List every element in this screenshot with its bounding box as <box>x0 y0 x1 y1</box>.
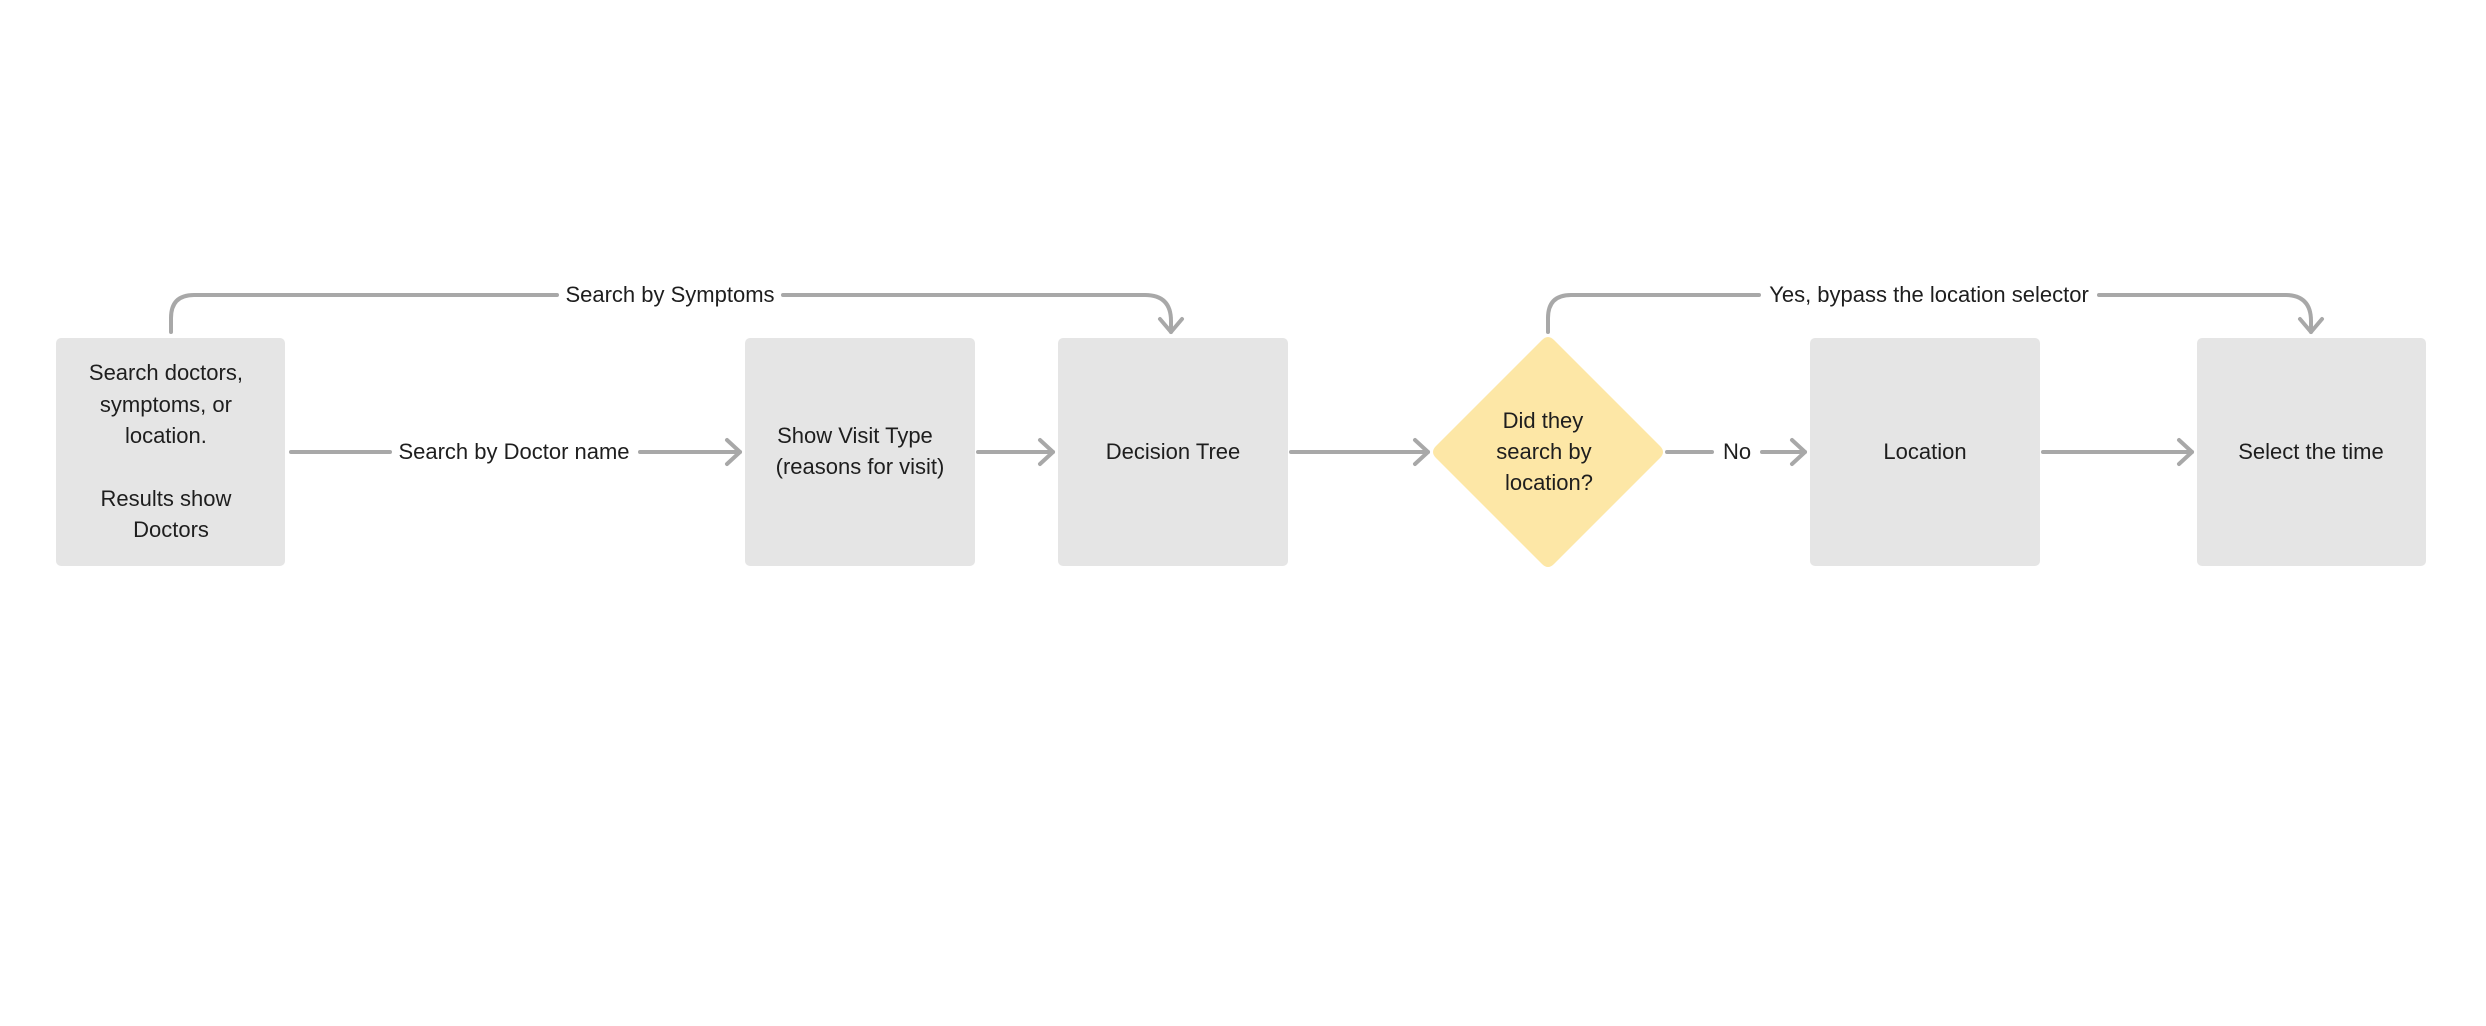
node-decision-tree: Decision Tree <box>1058 338 1288 566</box>
node-decision-tree-label: Decision Tree <box>1106 439 1241 464</box>
node-visit-type-box <box>745 338 975 566</box>
node-location: Location <box>1810 338 2040 566</box>
node-select-time: Select the time <box>2197 338 2426 566</box>
edge-search-by-doctor-name: Search by Doctor name <box>289 438 742 466</box>
edge-visit-type-to-decision-tree-arrowhead <box>1038 438 1055 466</box>
edge-label-bypass-location: Yes, bypass the location selector <box>1769 282 2089 307</box>
edge-search-by-symptoms: Search by Symptoms <box>169 282 1184 334</box>
edge-no: No <box>1665 438 1807 466</box>
node-search-line-5: Results show <box>101 486 232 511</box>
node-location-question-line-1: Did they <box>1503 408 1584 433</box>
edge-bypass-location-arrowhead <box>2298 317 2324 334</box>
node-visit-type-line-2: (reasons for visit) <box>776 454 945 479</box>
node-visit-type-line-1: Show Visit Type <box>777 423 933 448</box>
edge-visit-type-to-decision-tree <box>976 438 1055 466</box>
edge-search-by-symptoms-line-right <box>781 293 1173 334</box>
node-search-label: Search doctors, symptoms, or location. R… <box>89 360 249 542</box>
node-search-line-2: symptoms, or <box>100 392 232 417</box>
edge-search-by-doctor-name-arrowhead <box>725 438 742 466</box>
edge-label-search-by-doctor-name: Search by Doctor name <box>398 439 629 464</box>
node-location-question-line-3: location? <box>1505 470 1593 495</box>
edge-location-to-select-time-arrowhead <box>2177 438 2194 466</box>
node-visit-type: Show Visit Type (reasons for visit) <box>745 338 975 566</box>
edge-search-by-symptoms-arrowhead <box>1158 317 1184 334</box>
edge-label-no: No <box>1723 439 1751 464</box>
edge-bypass-location: Yes, bypass the location selector <box>1546 282 2324 334</box>
node-select-time-box <box>2197 338 2426 566</box>
node-visit-type-label: Show Visit Type (reasons for visit) <box>776 423 945 479</box>
node-select-time-label: Select the time <box>2238 439 2384 464</box>
node-location-question: Did they search by location? <box>1433 337 1663 567</box>
edge-search-by-symptoms-line-left <box>169 293 559 334</box>
edge-bypass-location-line-right <box>2097 293 2313 334</box>
node-location-label: Location <box>1883 439 1966 464</box>
node-search-line-1: Search doctors, <box>89 360 243 385</box>
edge-decision-tree-to-question <box>1289 438 1430 466</box>
node-location-line-1: Location <box>1883 439 1966 464</box>
edge-bypass-location-line-left <box>1546 293 1761 334</box>
node-location-question-label: Did they search by location? <box>1496 408 1598 495</box>
node-search-box <box>56 338 285 566</box>
node-location-question-line-2: search by <box>1496 439 1591 464</box>
node-search-line-6: Doctors <box>133 517 209 542</box>
node-select-time-line-1: Select the time <box>2238 439 2384 464</box>
node-decision-tree-line-1: Decision Tree <box>1106 439 1241 464</box>
node-search: Search doctors, symptoms, or location. R… <box>56 338 285 566</box>
edge-no-arrowhead <box>1790 438 1807 466</box>
edge-label-search-by-symptoms: Search by Symptoms <box>565 282 774 307</box>
node-search-line-3: location. <box>125 423 207 448</box>
node-location-question-diamond <box>1433 337 1663 567</box>
node-decision-tree-box <box>1058 338 1288 566</box>
edge-location-to-select-time <box>2041 438 2194 466</box>
node-location-box <box>1810 338 2040 566</box>
edge-decision-tree-to-question-arrowhead <box>1413 438 1430 466</box>
